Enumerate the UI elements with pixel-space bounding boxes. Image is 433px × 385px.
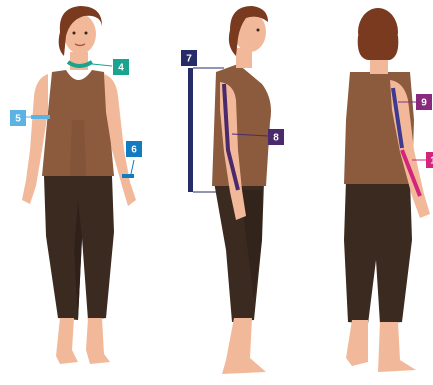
badge-b6: 6 (126, 141, 142, 157)
badge-label: 6 (131, 145, 137, 156)
badge-label: 5 (15, 114, 21, 125)
badge-label: 9 (421, 98, 427, 109)
side-figure (188, 6, 271, 374)
badge-b4: 4 (113, 59, 129, 75)
badge-b7: 7 (181, 50, 197, 66)
badge-b10: 1 (426, 152, 433, 168)
badge-label: 4 (118, 63, 124, 74)
badge-b9: 9 (416, 94, 432, 110)
badge-b8: 8 (268, 129, 284, 145)
badge-b5: 5 (10, 110, 26, 126)
back-figure (344, 8, 430, 372)
badge-label: 7 (186, 54, 192, 65)
badge-label: 8 (273, 133, 279, 144)
